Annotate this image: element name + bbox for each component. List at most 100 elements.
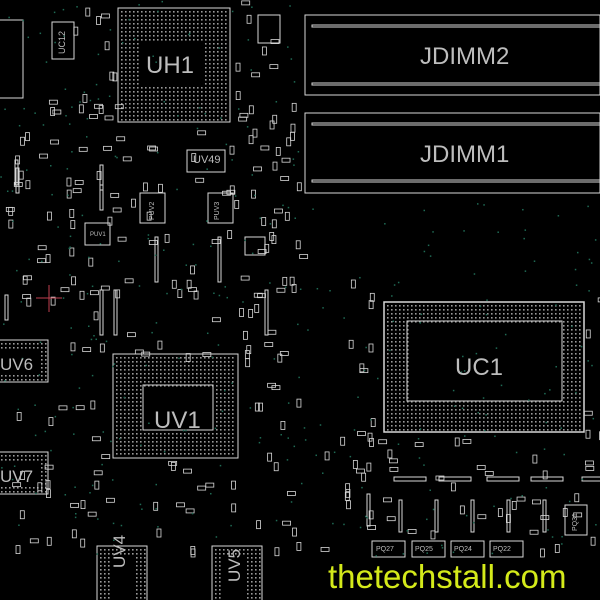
passive-component[interactable] — [87, 511, 97, 517]
passive-component[interactable] — [229, 185, 235, 195]
passive-component[interactable] — [93, 470, 103, 476]
passive-component[interactable] — [272, 161, 278, 171]
passive-component[interactable] — [69, 209, 75, 218]
passive-component[interactable] — [94, 480, 100, 490]
passive-component[interactable] — [5, 207, 15, 212]
passive-component[interactable] — [516, 496, 526, 502]
passive-component[interactable] — [50, 296, 56, 306]
passive-component[interactable] — [450, 482, 456, 492]
passive-component[interactable] — [104, 115, 114, 121]
passive-component[interactable] — [368, 343, 374, 353]
uc1-die[interactable] — [406, 320, 563, 402]
passive-component[interactable] — [66, 177, 72, 187]
passive-component[interactable] — [45, 480, 51, 490]
passive-component[interactable] — [274, 547, 280, 557]
passive-component[interactable] — [361, 472, 367, 482]
passive-component[interactable] — [291, 283, 297, 293]
passive-component[interactable] — [269, 64, 279, 70]
dimm-pins[interactable] — [311, 24, 600, 28]
passive-component[interactable] — [98, 105, 104, 114]
passive-component[interactable] — [90, 290, 99, 296]
passive-component[interactable] — [261, 46, 267, 56]
passive-component[interactable] — [19, 510, 25, 520]
passive-component[interactable] — [141, 351, 151, 357]
passive-component[interactable] — [253, 166, 262, 172]
passive-component[interactable] — [554, 544, 560, 553]
passive-component[interactable] — [348, 339, 354, 349]
passive-component[interactable] — [227, 230, 233, 239]
passive-component[interactable] — [369, 292, 375, 302]
passive-component[interactable] — [383, 497, 392, 503]
dimm-pins[interactable] — [311, 82, 600, 86]
passive-component[interactable] — [246, 345, 252, 355]
passive-component[interactable] — [171, 279, 177, 289]
passive-component[interactable] — [243, 330, 248, 340]
passive-component[interactable] — [286, 491, 296, 496]
chip-puv3[interactable] — [207, 192, 234, 224]
passive-component[interactable] — [115, 289, 121, 299]
passive-component[interactable] — [124, 278, 134, 284]
passive-component[interactable] — [254, 402, 260, 412]
passive-component[interactable] — [244, 350, 250, 359]
passive-component[interactable] — [70, 342, 76, 352]
passive-component[interactable] — [89, 114, 98, 119]
passive-component[interactable] — [359, 368, 369, 374]
passive-component[interactable] — [25, 180, 31, 190]
passive-component[interactable] — [235, 62, 241, 72]
passive-component[interactable] — [367, 525, 377, 530]
passive-component[interactable] — [271, 219, 277, 229]
passive-component[interactable] — [80, 500, 86, 510]
passive-component[interactable] — [368, 510, 374, 520]
passive-component[interactable] — [251, 72, 261, 78]
connector-strip[interactable] — [486, 476, 520, 482]
connector-strip[interactable] — [393, 476, 427, 482]
passive-component[interactable] — [240, 275, 250, 281]
passive-component[interactable] — [211, 317, 221, 323]
passive-component[interactable] — [359, 363, 365, 373]
passive-component[interactable] — [66, 189, 72, 199]
chip-small[interactable] — [244, 236, 266, 256]
passive-component[interactable] — [146, 211, 152, 221]
passive-component[interactable] — [149, 146, 158, 152]
uv1-die[interactable] — [142, 384, 214, 431]
passive-component[interactable] — [257, 249, 267, 254]
passive-component[interactable] — [191, 153, 197, 162]
chip-pq22[interactable] — [489, 540, 524, 558]
chip-partial-left[interactable] — [0, 19, 24, 99]
passive-component[interactable] — [58, 405, 68, 411]
passive-component[interactable] — [100, 285, 110, 291]
passive-component[interactable] — [226, 189, 236, 195]
passive-component[interactable] — [234, 200, 240, 209]
passive-component[interactable] — [78, 104, 84, 114]
passive-component[interactable] — [23, 275, 32, 281]
passive-component[interactable] — [248, 105, 254, 115]
connector-strip[interactable] — [15, 167, 20, 194]
passive-component[interactable] — [231, 503, 237, 513]
passive-component[interactable] — [70, 502, 79, 508]
chip-pq24[interactable] — [450, 540, 485, 558]
passive-component[interactable] — [290, 131, 295, 141]
passive-component[interactable] — [389, 466, 399, 472]
passive-component[interactable] — [340, 436, 346, 446]
passive-component[interactable] — [15, 545, 21, 554]
dimm-slot-jdimm2[interactable] — [304, 14, 600, 96]
passive-component[interactable] — [94, 103, 103, 109]
passive-component[interactable] — [590, 536, 596, 546]
passive-component[interactable] — [147, 145, 157, 151]
passive-component[interactable] — [511, 500, 517, 510]
passive-component[interactable] — [248, 309, 254, 318]
passive-component[interactable] — [573, 512, 583, 518]
passive-component[interactable] — [148, 240, 158, 245]
connector-strip[interactable] — [99, 184, 104, 211]
passive-component[interactable] — [117, 236, 127, 242]
passive-component[interactable] — [459, 505, 465, 515]
passive-component[interactable] — [157, 340, 163, 350]
passive-component[interactable] — [8, 206, 14, 216]
connector-strip[interactable] — [99, 164, 104, 191]
chip-uv1[interactable] — [112, 353, 239, 459]
passive-component[interactable] — [114, 104, 124, 110]
passive-component[interactable] — [82, 93, 88, 103]
passive-component[interactable] — [583, 410, 593, 416]
passive-component[interactable] — [264, 342, 274, 347]
